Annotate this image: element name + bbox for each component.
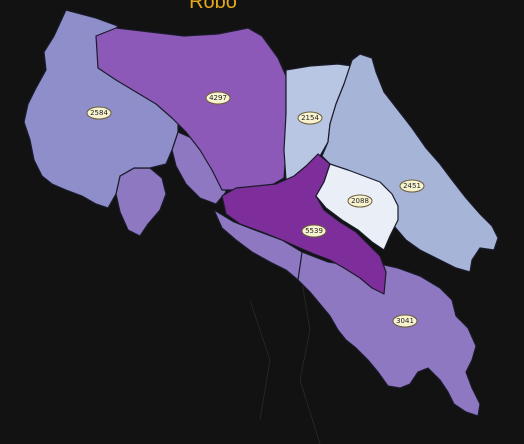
value-label-heredia: 2154 [297,111,323,125]
value-text-limon: 2451 [403,182,421,190]
value-text-san-jose: 5539 [305,227,323,235]
province-puntarenas-nicoya[interactable] [115,167,167,237]
value-text-heredia: 2154 [301,114,319,122]
value-text-guanacaste: 2584 [90,109,108,117]
value-label-san-jose: 5539 [301,224,327,238]
province-san-jose[interactable] [221,153,387,295]
province-puntarenas-south[interactable] [279,251,481,417]
value-label-puntarenas: 3041 [392,314,418,328]
map-title: Robo [189,0,237,13]
value-text-alajuela: 4297 [209,94,227,102]
value-label-alajuela: 4297 [205,91,231,105]
value-text-puntarenas: 3041 [396,317,414,325]
value-label-limon: 2451 [399,179,425,193]
value-label-guanacaste: 2584 [86,106,112,120]
value-text-cartago: 2088 [351,197,369,205]
value-label-cartago: 2088 [347,194,373,208]
